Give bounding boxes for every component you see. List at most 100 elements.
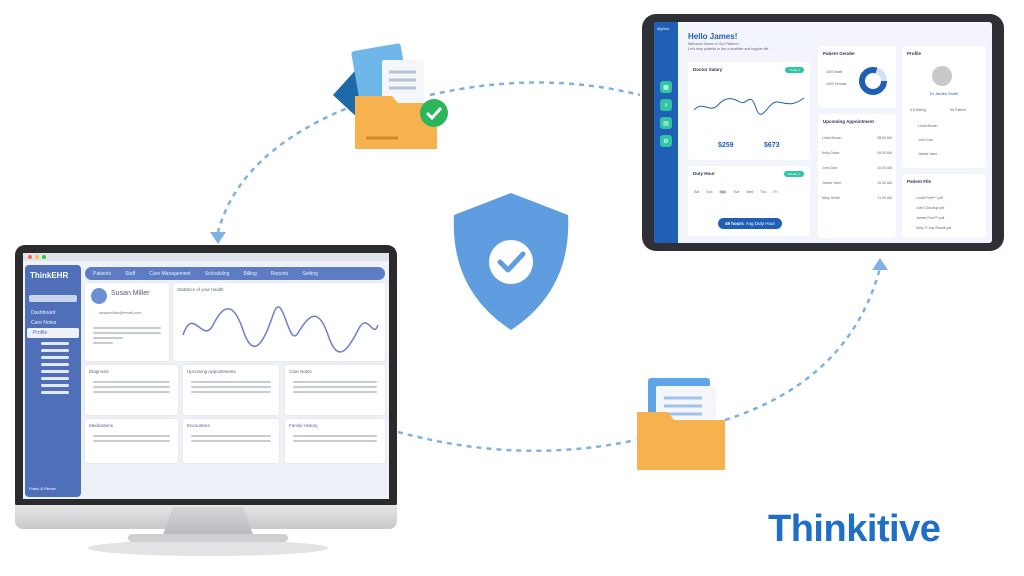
- rating: 4.5 Rating: [910, 108, 926, 112]
- brand-logo: Thinkitive: [768, 508, 941, 550]
- folder-icon: [637, 378, 725, 470]
- doctor-name: Dr James Smith: [929, 91, 959, 96]
- panel-title: Upcoming Appointment: [823, 119, 874, 124]
- ehr-screen: ThinkEHR Dashboard Care Notes Profile Fr…: [23, 253, 389, 499]
- nav-item[interactable]: Reports: [270, 270, 289, 277]
- sidebar-item-label: Care Notes: [31, 320, 57, 326]
- day-label: Thu: [760, 190, 767, 194]
- patients-count: 55 Patient: [950, 108, 966, 112]
- patient-name: Susan Miller: [111, 290, 150, 297]
- health-chart-card: Statistics of your health: [173, 283, 385, 361]
- welcome-text: Welcome James to Our Platform,: [688, 42, 740, 46]
- duty-hours-badge: 49 hours Avg Duty Hour: [718, 218, 782, 229]
- desktop-monitor: ThinkEHR Dashboard Care Notes Profile Fr…: [15, 245, 397, 529]
- ehr-logo: ThinkEHR: [30, 271, 69, 280]
- panel-title: Patient Gender: [823, 51, 856, 56]
- day-label: Tue: [733, 190, 740, 194]
- filter-button[interactable]: Yearly ▾: [785, 67, 804, 73]
- legend-male: 4000 Male: [826, 70, 843, 74]
- grid-icon[interactable]: ▦: [660, 81, 672, 93]
- sidebar-item-profile[interactable]: Profile: [27, 328, 79, 338]
- card-title: Medications: [89, 423, 114, 428]
- nav-item[interactable]: Scheduling: [204, 270, 230, 277]
- card-title: Upcoming Appointments: [187, 369, 236, 374]
- card-title: Diagnosis: [89, 369, 109, 374]
- patient-card: Susan Miller susanmiller@email.com: [85, 283, 169, 361]
- browser-chrome: [23, 253, 389, 261]
- day-label: Wed: [746, 190, 754, 194]
- ehr-top-nav: Patients Staff Care Management Schedulin…: [85, 267, 385, 280]
- card-title: Care Notes: [289, 369, 312, 374]
- nav-item[interactable]: Patients: [93, 270, 112, 277]
- tablet-device: MyDoc ▦ ⚕ ▤ ⚙ Hello James! Welcome James…: [642, 14, 1004, 251]
- avatar: [91, 288, 107, 304]
- care-notes-card: Care Notes: [285, 365, 385, 415]
- greeting: Hello James!: [688, 32, 738, 41]
- review-item: Linda Brown: [918, 124, 938, 128]
- review-item: John Doe: [918, 138, 933, 142]
- nav-item[interactable]: Billing: [243, 270, 257, 277]
- panel-title: Duty Hour: [693, 171, 715, 176]
- diagnosis-card: Diagnosis: [85, 365, 178, 415]
- arrowhead-right: [872, 258, 888, 270]
- family-history-card: Family History: [285, 419, 385, 463]
- shield-icon: [453, 193, 569, 330]
- legend-female: 1000 Female: [826, 82, 847, 86]
- stethoscope-icon[interactable]: ⚕: [660, 99, 672, 111]
- profile-panel: Profile Dr James Smith 4.5 Rating 55 Pat…: [902, 46, 986, 168]
- file-item[interactable]: John Checkup.pdf: [916, 206, 945, 210]
- search-input[interactable]: [29, 295, 77, 302]
- day-label: Sun: [706, 190, 713, 194]
- panel-title: Doctor Salary: [693, 67, 723, 72]
- nav-item[interactable]: Setting: [302, 270, 318, 277]
- folder-check-icon: [333, 43, 448, 149]
- flow-arc-bottom: [397, 430, 637, 453]
- file-item[interactable]: Kelly Tr Imp Result.pdf: [916, 226, 952, 230]
- panel-title: Patient File: [907, 179, 932, 184]
- file-item[interactable]: Linda Fred***.pdf: [916, 196, 943, 200]
- filter-button[interactable]: Weekly ▾: [783, 171, 804, 177]
- gear-icon[interactable]: ⚙: [660, 135, 672, 147]
- sidebar-item-label: Dashboard: [31, 310, 56, 316]
- flow-arc-top: [429, 81, 641, 97]
- salary-value: $259: [718, 142, 734, 149]
- card-title: Encounters: [187, 423, 210, 428]
- day-label: Fri: [773, 190, 778, 194]
- medications-card: Medications: [85, 419, 178, 463]
- sidebar-item-label: Profile: [33, 330, 48, 336]
- patient-file-panel: Patient File Linda Fred***.pdf John Chec…: [902, 174, 986, 238]
- avatar: [932, 66, 952, 86]
- card-title: Family History: [289, 423, 318, 428]
- nav-item[interactable]: Care Management: [149, 270, 191, 277]
- sidebar-item-dashboard[interactable]: Dashboard: [25, 308, 81, 318]
- arrowhead-left: [210, 232, 226, 244]
- chart-title: Statistics of your health: [177, 287, 224, 292]
- gender-donut: [859, 67, 887, 95]
- flow-arc-left: [216, 103, 356, 233]
- welcome-subtext: Let's help patients to live a healthier …: [688, 47, 769, 51]
- file-item[interactable]: James Fred***.pdf: [916, 216, 945, 220]
- monitor-base: [128, 534, 288, 542]
- patient-email: susanmiller@email.com: [99, 310, 142, 315]
- tablet-logo: MyDoc: [657, 26, 670, 31]
- sidebar-item-care-notes[interactable]: Care Notes: [25, 318, 81, 328]
- doctor-dashboard-screen: MyDoc ▦ ⚕ ▤ ⚙ Hello James! Welcome James…: [654, 22, 992, 243]
- flow-arc-right: [724, 267, 882, 422]
- salary-line: [693, 97, 805, 115]
- appointments-card: Upcoming Appointments: [183, 365, 279, 415]
- nav-item[interactable]: Staff: [125, 270, 136, 277]
- gender-panel: Patient Gender 4000 Male 1000 Female: [818, 46, 896, 108]
- salary-value: $673: [764, 142, 780, 149]
- tablet-sidebar: MyDoc ▦ ⚕ ▤ ⚙: [654, 22, 678, 243]
- duty-hours-value: 49 hours: [725, 221, 744, 226]
- clipboard-icon[interactable]: ▤: [660, 117, 672, 129]
- review-item: James Vane: [918, 152, 938, 156]
